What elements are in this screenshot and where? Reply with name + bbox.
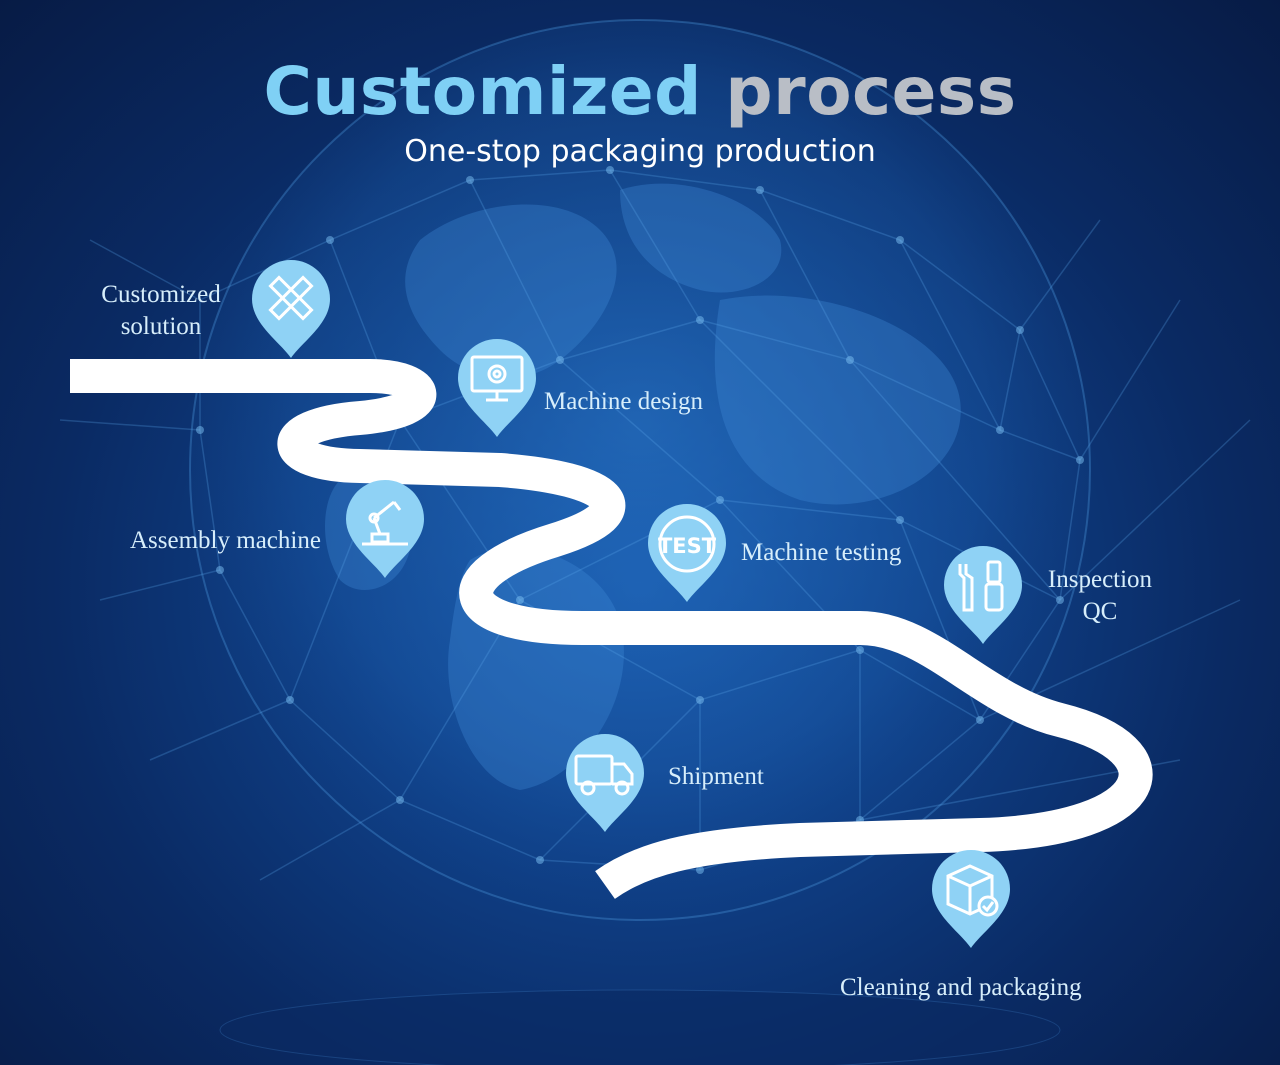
test-badge-icon: TEST — [658, 515, 717, 573]
wrench-screwdriver-icon — [958, 560, 1004, 612]
step-shipment: Shipment — [668, 763, 764, 790]
step-label-line1: Customized — [101, 281, 221, 308]
pin-cleaning-packaging — [932, 850, 1010, 948]
step-customized-solution: Customized solution — [96, 279, 226, 343]
step-inspection-qc: Inspection QC — [1040, 564, 1160, 628]
pin-machine-testing: TEST — [648, 504, 726, 602]
step-label-line2: solution — [120, 313, 202, 340]
pin-machine-design — [458, 339, 536, 437]
pin-shipment — [566, 734, 644, 832]
title: Customized process — [0, 52, 1280, 132]
robot-arm-icon — [362, 500, 408, 546]
subtitle: One-stop packaging production — [404, 134, 876, 169]
ruler-pencil-icon — [268, 275, 314, 321]
step-assembly-machine: Assembly machine — [130, 527, 321, 554]
title-word-process: process — [725, 53, 1017, 130]
pin-inspection-qc — [944, 546, 1022, 644]
step-machine-design: Machine design — [544, 388, 703, 415]
monitor-gear-icon — [470, 355, 524, 402]
box-check-icon — [946, 864, 999, 917]
test-badge-text: TEST — [658, 534, 717, 558]
delivery-truck-icon — [574, 754, 634, 796]
pin-customized-solution — [252, 260, 330, 358]
pin-assembly-machine — [346, 480, 424, 578]
step-machine-testing: Machine testing — [741, 539, 902, 566]
step-label-line2: QC — [1082, 598, 1118, 625]
step-label-line1: Inspection — [1047, 566, 1153, 593]
step-cleaning-packaging: Cleaning and packaging — [840, 974, 1082, 1001]
road-path — [70, 359, 1153, 900]
title-word-customized: Customized — [263, 53, 702, 130]
